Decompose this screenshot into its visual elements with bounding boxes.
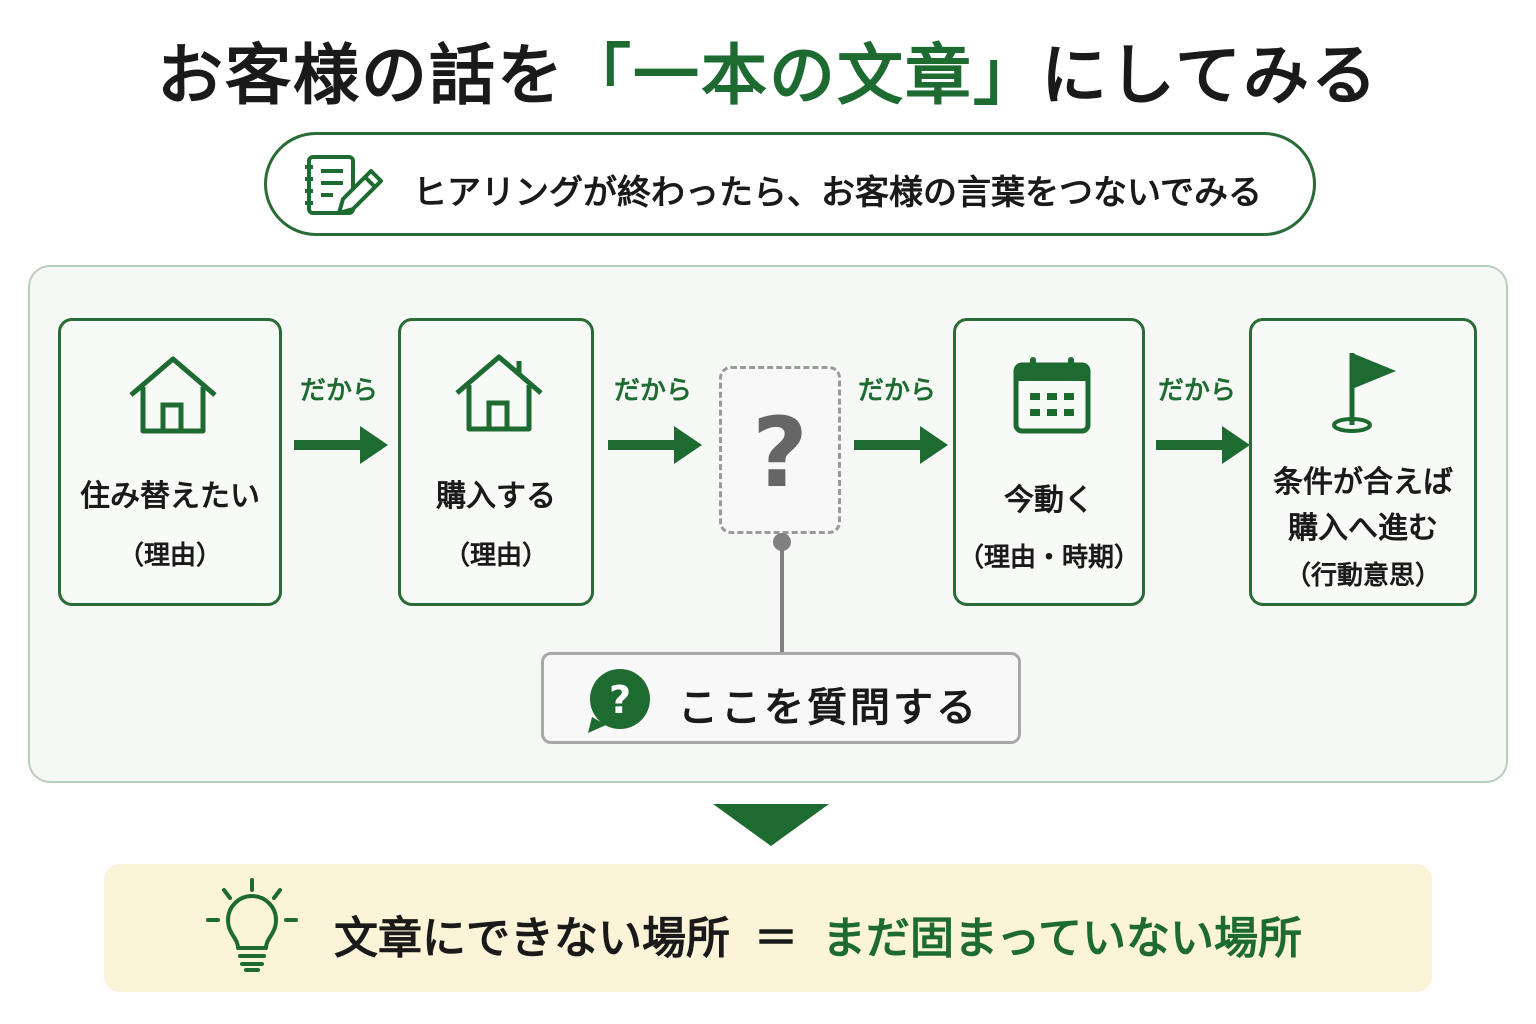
step-sub-label: （理由） [117, 541, 222, 571]
connector-label: だから [858, 376, 937, 406]
flag-icon [1332, 353, 1396, 433]
question-bubble-icon: ? [588, 669, 650, 733]
subtitle-text: ヒアリングが終わったら、お客様の言葉をつないでみる [413, 173, 1262, 213]
connector-stem [773, 533, 791, 654]
step-move: 住み替えたい （理由） [58, 318, 282, 606]
connector-label: だから [1158, 376, 1237, 406]
question-mark: ? [752, 397, 808, 509]
title-after: にしてみる [1040, 37, 1380, 114]
step-purchase: 購入する （理由） [398, 318, 594, 606]
right-arrow-icon [294, 426, 388, 464]
step-main-label-line1: 条件が合えば [1273, 465, 1453, 500]
ask-question-box: ? ここを質問する [541, 652, 1021, 744]
right-arrow-icon [608, 426, 702, 464]
svg-text:?: ? [609, 678, 631, 722]
title-accent: 「一本の文章」 [564, 37, 1041, 114]
conclusion-left: 文章にできない場所 [334, 913, 730, 964]
subtitle-banner: ヒアリングが終わったら、お客様の言葉をつないでみる [264, 132, 1316, 236]
step-main-label: 今動く [1004, 483, 1094, 518]
conclusion-equals: ＝ [754, 913, 798, 964]
conclusion-text: 文章にできない場所 ＝ まだ固まっていない場所 [334, 902, 1302, 966]
step-sub-label: （理由） [443, 541, 548, 571]
right-arrow-icon [1156, 426, 1250, 464]
notepad-pencil-icon [305, 155, 383, 215]
step-main-label-line2: 購入へ進む [1288, 511, 1438, 546]
house-icon [455, 354, 543, 432]
lightbulb-icon [206, 878, 298, 972]
page-title: お客様の話を「一本の文章」にしてみる [0, 22, 1536, 118]
down-arrow-icon [713, 804, 829, 846]
connector-label: だから [614, 376, 693, 406]
calendar-icon [1013, 357, 1091, 434]
step-main-label: 住み替えたい [80, 479, 260, 514]
right-arrow-icon [854, 426, 948, 464]
step-act-now: 今動く （理由・時期） [953, 318, 1145, 606]
house-icon [129, 356, 217, 434]
step-sub-label: （理由・時期） [957, 543, 1140, 573]
step-proceed: 条件が合えば 購入へ進む （行動意思） [1249, 318, 1477, 606]
unknown-step: ? [719, 366, 841, 534]
conclusion-right: まだ固まっていない場所 [822, 913, 1303, 964]
ask-text: ここを質問する [678, 685, 979, 731]
connector-label: だから [300, 376, 379, 406]
conclusion-banner: 文章にできない場所 ＝ まだ固まっていない場所 [104, 864, 1432, 992]
step-sub-label: （行動意思） [1284, 561, 1441, 591]
title-before: お客様の話を [156, 37, 565, 114]
step-main-label: 購入する [436, 479, 556, 514]
